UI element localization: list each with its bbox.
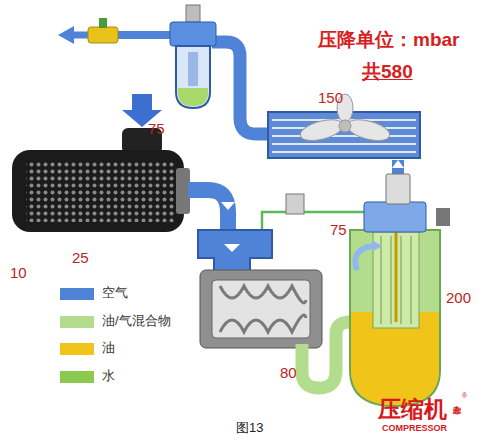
callout-number: 10 (10, 265, 27, 282)
outlet-fitting (88, 27, 118, 43)
min-pressure-valve (386, 174, 410, 204)
screw-rotor (220, 286, 306, 332)
filter-cap (176, 168, 190, 214)
tank-cover (364, 202, 426, 232)
mixture-pipe (302, 322, 356, 388)
intake-valve (198, 230, 272, 272)
cooler-fan (298, 94, 392, 144)
flow-arrow (224, 244, 240, 252)
watermark: ® (462, 392, 467, 400)
outlet-arrow (58, 26, 74, 44)
airend (200, 270, 322, 348)
outlet-pipe (118, 31, 175, 39)
callout-number: 25 (72, 250, 89, 267)
water (178, 88, 208, 106)
legend-swatch (60, 316, 94, 328)
callout-number: 80 (280, 365, 297, 382)
diagram-title: 压降单位：mbar (318, 30, 459, 51)
swirl-arrow (355, 246, 372, 270)
watermark: COMPRESSOR (382, 424, 447, 434)
callout-number: 75 (330, 222, 347, 239)
oil-return (395, 222, 398, 322)
safety-valve (436, 208, 450, 226)
solenoid (286, 194, 304, 214)
legend-text: 空气 (102, 286, 128, 300)
filter-mesh (26, 160, 174, 222)
flow-arrow (392, 160, 404, 168)
legend-text: 水 (102, 369, 115, 383)
legend-swatch (60, 371, 94, 383)
separator-head (170, 22, 216, 46)
callout-number: 150 (318, 90, 343, 107)
figure-caption: 图13 (236, 421, 263, 435)
legend-swatch (60, 288, 94, 300)
valve-handle (99, 18, 107, 28)
air-filter (12, 150, 184, 232)
total-note: 共580 (362, 62, 413, 83)
legend-text: 油/气混合物 (102, 314, 171, 328)
callout-number: 200 (446, 290, 471, 307)
watermark: 压缩机 (378, 397, 447, 422)
legend-text: 油 (102, 341, 115, 355)
callout-number: 75 (148, 121, 165, 138)
drain-valve (186, 5, 200, 22)
control-line (304, 211, 372, 214)
legend-swatch (60, 343, 94, 355)
air-pipe (212, 42, 270, 134)
separator-element (188, 52, 198, 86)
flow-arrow (221, 202, 235, 210)
separator-bowl (176, 46, 210, 108)
rotor-housing (212, 280, 310, 338)
swirl-arrow (372, 240, 382, 252)
air-pipe (188, 190, 228, 232)
